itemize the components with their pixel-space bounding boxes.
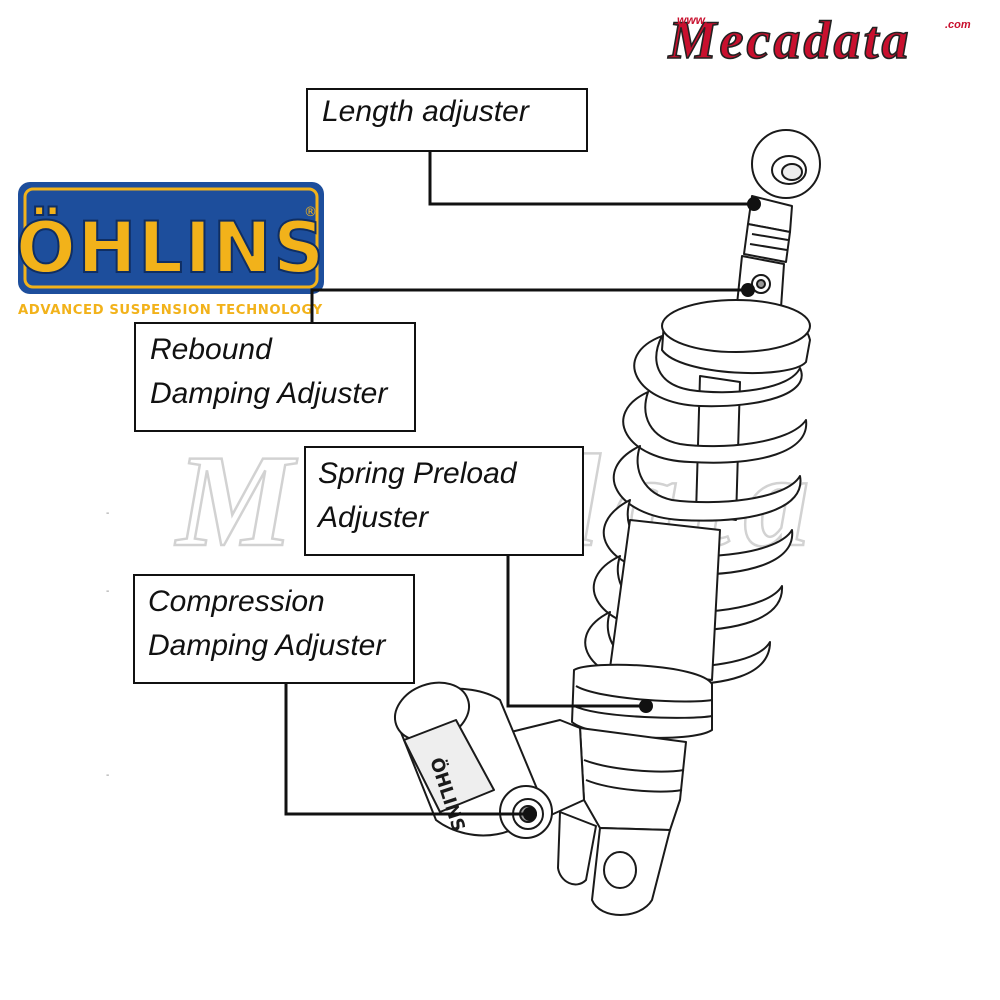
label-length-adjuster: Length adjuster bbox=[306, 88, 588, 152]
callout-dot-compression bbox=[523, 807, 537, 821]
label-rebound-damping-adjuster: Rebound Damping Adjuster bbox=[134, 322, 416, 432]
mecadata-com: .com bbox=[945, 19, 971, 31]
stray-mark: - bbox=[106, 770, 110, 781]
label-line: Damping Adjuster bbox=[150, 377, 388, 410]
mecadata-logo: Mecadata www. .com bbox=[591, 9, 989, 68]
label-line: Compression bbox=[148, 585, 325, 618]
leader-compression-adjuster bbox=[284, 684, 530, 816]
ohlins-logo: ÖHLINS ® ADVANCED SUSPENSION TECHNOLOGY bbox=[16, 182, 326, 318]
label-compression-damping-adjuster: Compression Damping Adjuster bbox=[133, 574, 415, 684]
leader-length-adjuster bbox=[428, 152, 754, 206]
label-line: Adjuster bbox=[318, 501, 429, 534]
leader-preload-adjuster bbox=[506, 556, 646, 708]
ohlins-tagline: ADVANCED SUSPENSION TECHNOLOGY bbox=[18, 303, 323, 318]
ohlins-registered-mark: ® bbox=[304, 205, 317, 220]
label-line: Spring Preload bbox=[318, 457, 517, 490]
label-spring-preload-adjuster: Spring Preload Adjuster bbox=[304, 446, 584, 556]
stray-mark: - bbox=[106, 508, 110, 519]
callout-dot-rebound bbox=[741, 283, 755, 297]
ohlins-wordmark: ÖHLINS bbox=[16, 207, 326, 289]
leader-rebound-adjuster bbox=[310, 288, 748, 322]
label-line: Rebound bbox=[150, 333, 272, 366]
mecadata-logo-text: Mecadata bbox=[668, 10, 912, 68]
label-line: Length adjuster bbox=[322, 95, 529, 128]
label-line: Damping Adjuster bbox=[148, 629, 386, 662]
callout-dot-preload bbox=[639, 699, 653, 713]
callout-dot-length bbox=[747, 197, 761, 211]
stray-mark: - bbox=[106, 586, 110, 597]
mecadata-www: www. bbox=[677, 13, 708, 27]
